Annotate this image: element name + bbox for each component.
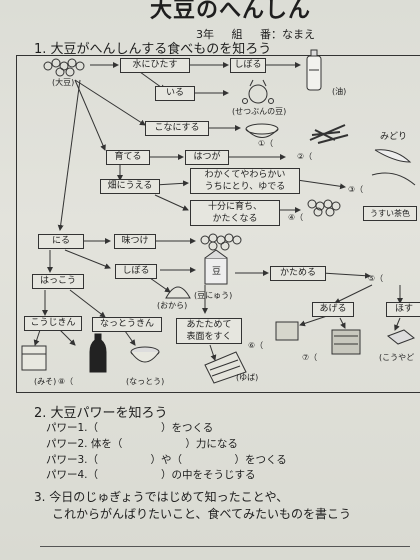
wakakute-line2: うちにとり、ゆでる	[204, 182, 286, 192]
atatamete-line1: あたためて	[186, 320, 232, 330]
step-hakkou: はっこう	[32, 274, 84, 289]
daizu-label: (大豆)	[52, 78, 75, 87]
step-shiboru-oil: しぼる	[230, 58, 266, 73]
miso-label: (みそ)	[34, 377, 57, 386]
section2-heading: 2. 大豆パワーを知ろう	[34, 406, 168, 421]
wakakute-line1: わかくてやわらかい	[204, 170, 286, 180]
section3-line2: これからがんばりたいこと、食べてみたいものを書こう	[52, 507, 352, 521]
tounyu-carton-text: 豆	[212, 267, 222, 277]
section1-heading: 1. 大豆がへんしんする食べものを知ろう	[34, 42, 272, 57]
kouyadofu-label: (こうやど	[379, 353, 415, 362]
step-mizu-ni-hitasu: 水にひたす	[120, 58, 190, 73]
tounyu-label: (豆にゅう)	[194, 291, 233, 300]
answer-blank-8: ⑧（	[58, 377, 74, 386]
answer-blank-4: ④（	[288, 213, 304, 222]
step-koujikin: こうじきん	[24, 316, 82, 331]
okara-label: (おから)	[157, 301, 188, 310]
atatamete-line2: 表面をすく	[186, 332, 232, 342]
midori-label: みどり	[380, 132, 408, 142]
step-iru: いる	[155, 86, 195, 101]
answer-blank-3: ③（	[348, 185, 364, 194]
step-shiboru-tounyu: しぼる	[115, 264, 157, 279]
step-ageru: あげる	[312, 302, 354, 317]
setsubun-label: (せつぶんの豆)	[232, 107, 287, 116]
name-line: 3年 組 番：なまえ	[196, 28, 315, 41]
power-line-3: パワー3.（ ）や（ ）をつくる	[46, 454, 287, 466]
abura-label: (油)	[332, 87, 347, 96]
writing-line	[40, 546, 410, 547]
step-hosu: ほす	[386, 302, 420, 317]
section3-line1: 3. 今日のじゅぎょうではじめて知ったことや、	[34, 490, 289, 504]
answer-blank-1: ①（	[258, 139, 274, 148]
step-sodateru: 育てる	[106, 150, 150, 165]
answer-blank-5: ⑤（	[368, 274, 384, 283]
flow-diagram-frame	[16, 55, 420, 393]
jubun-line2: かたくなる	[212, 214, 258, 224]
answer-blank-2: ②（	[297, 152, 313, 161]
step-katameru: かためる	[270, 266, 326, 281]
power-line-1: パワー1.（ ）をつくる	[46, 422, 214, 434]
power-line-4: パワー4.（ ）の中をそうじする	[46, 469, 256, 481]
step-jubun-ni-sodachi: 十分に育ち、 かたくなる	[190, 200, 280, 226]
answer-blank-6: ⑥（	[248, 341, 264, 350]
step-hatake-ni-ueru: 畑にうえる	[100, 179, 160, 194]
step-kona-ni-suru: こなにする	[145, 121, 209, 136]
step-atatamete: あたためて 表面をすく	[176, 318, 242, 344]
usui-chairo-label: うすい茶色	[363, 206, 417, 221]
worksheet-title: 大豆のへんしん	[150, 0, 312, 23]
yuba-label: (ゆば)	[236, 373, 259, 382]
jubun-line1: 十分に育ち、	[207, 202, 262, 212]
power-line-2: パワー2. 体を（ ）力になる	[46, 438, 238, 450]
step-ajitsuke: 味つけ	[114, 234, 156, 249]
step-hatsuga: はつが	[185, 150, 229, 165]
answer-blank-7: ⑦（	[302, 353, 318, 362]
natto-label: (なっとう)	[126, 377, 165, 386]
step-wakakute-yawarakai: わかくてやわらかい うちにとり、ゆでる	[190, 168, 300, 194]
step-niru: にる	[38, 234, 84, 249]
step-nattoukin: なっとうきん	[92, 317, 162, 332]
